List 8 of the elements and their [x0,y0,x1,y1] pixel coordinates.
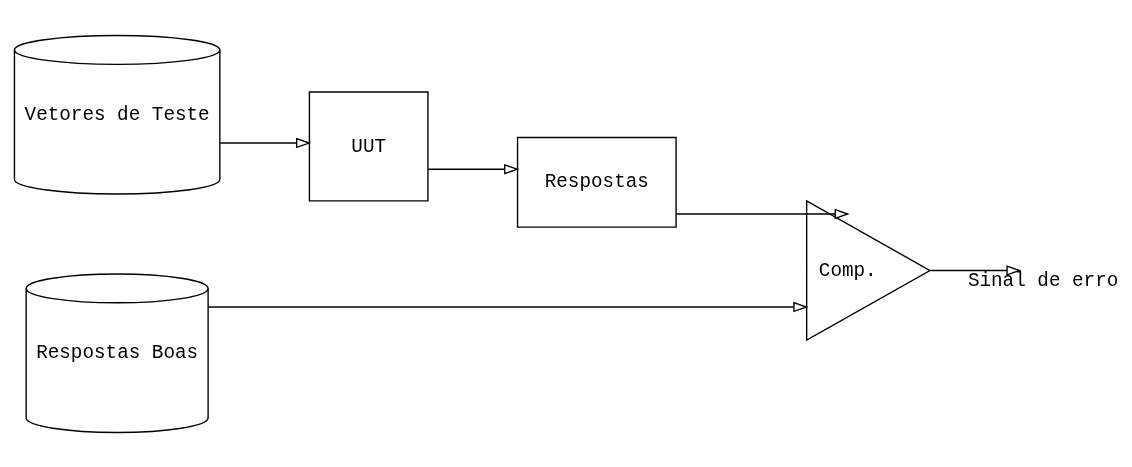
arrow [219,137,312,148]
node-box: UUT [308,90,429,202]
arrow [207,301,809,312]
node-box: Respostas [516,136,677,228]
edge-label: Sinal de erro [967,269,1119,292]
arrow [675,208,850,219]
arrow [929,264,1022,276]
arrow [427,163,520,175]
